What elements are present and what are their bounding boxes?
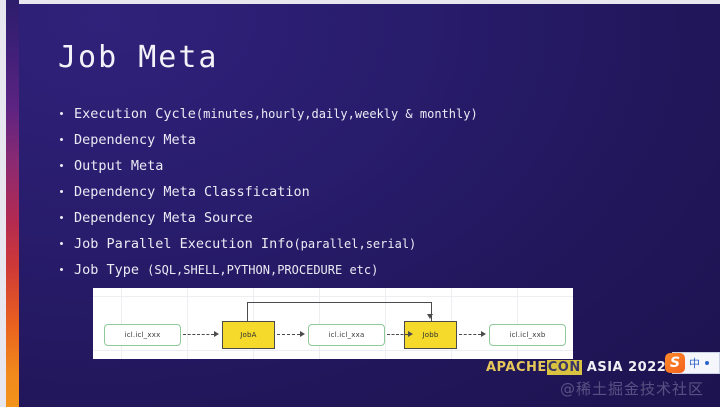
diagram-node-job[interactable]: JobA: [222, 321, 275, 349]
pipeline-diagram: [93, 288, 573, 359]
brand-prefix: APACHE: [486, 360, 547, 375]
arrowhead-icon: [214, 330, 219, 337]
arrowhead-icon: [300, 330, 305, 337]
list-item-detail: (SQL,SHELL,PYTHON,PROCEDURE etc): [147, 263, 379, 277]
ime-indicator-bar[interactable]: S 中: [665, 352, 720, 374]
arrowhead-icon: [427, 314, 433, 319]
diagram-edge-dashed: [459, 334, 481, 335]
list-item: Job Parallel Execution Info(parallel,ser…: [60, 231, 660, 257]
page-title: Job Meta: [58, 40, 219, 75]
list-item: Job Type (SQL,SHELL,PYTHON,PROCEDURE etc…: [60, 257, 660, 283]
ime-mode-label[interactable]: 中: [689, 357, 700, 370]
list-item-label: Dependency Meta: [74, 127, 196, 153]
diagram-node-table[interactable]: icl.icl_xxa: [308, 324, 385, 346]
grid-line: [517, 288, 518, 359]
arrowhead-icon: [408, 330, 413, 337]
brand-suffix: ASIA 2022: [581, 360, 667, 375]
list-item-main: Dependency Meta Source: [74, 210, 253, 226]
list-item-label: Execution Cycle(minutes,hourly,daily,wee…: [74, 101, 478, 127]
grid-line: [121, 288, 122, 359]
list-item: Execution Cycle(minutes,hourly,daily,wee…: [60, 101, 660, 127]
list-item-main: Job Parallel Execution Info: [74, 236, 294, 252]
list-item: Dependency Meta Source: [60, 205, 660, 231]
diagram-node-table[interactable]: icl.icl_xxb: [489, 324, 566, 346]
grid-line: [187, 288, 188, 359]
bullet-list: Execution Cycle(minutes,hourly,daily,wee…: [60, 101, 660, 283]
sogou-logo-icon[interactable]: S: [665, 353, 685, 373]
slide-frame-top: [0, 0, 720, 4]
diagram-edge-dashed: [183, 334, 214, 335]
list-item-label: Dependency Meta Classfication: [74, 179, 310, 205]
list-item-label: Dependency Meta Source: [74, 205, 253, 231]
slide-frame-left: [0, 0, 6, 407]
grid-line: [319, 288, 320, 359]
ime-status-dot-icon[interactable]: [705, 361, 709, 365]
list-item-label: Job Parallel Execution Info(parallel,ser…: [74, 231, 416, 257]
bullet-dot-icon: [60, 216, 63, 219]
list-item: Output Meta: [60, 153, 660, 179]
accent-gradient-bar: [6, 0, 19, 407]
diagram-edge-dashed: [387, 334, 408, 335]
bullet-dot-icon: [60, 268, 63, 271]
list-item: Dependency Meta: [60, 127, 660, 153]
bullet-dot-icon: [60, 138, 63, 141]
list-item: Dependency Meta Classfication: [60, 179, 660, 205]
diagram-node-table[interactable]: icl.icl_xxx: [104, 324, 181, 346]
list-item-label: Output Meta: [74, 153, 163, 179]
arrowhead-icon: [481, 330, 486, 337]
bullet-dot-icon: [60, 242, 63, 245]
diagram-edge-dashed: [277, 334, 300, 335]
apachecon-branding: APACHECON ASIA 2022: [486, 360, 666, 375]
watermark-text: @稀土掘金技术社区: [560, 380, 705, 398]
grid-line: [93, 296, 573, 297]
bullet-dot-icon: [60, 190, 63, 193]
bullet-dot-icon: [60, 164, 63, 167]
list-item-detail: (parallel,serial): [293, 237, 417, 251]
list-item-main: Job Type: [74, 262, 148, 278]
grid-line: [385, 288, 386, 359]
list-item-detail: (minutes,hourly,daily,weekly & monthly): [195, 107, 478, 121]
list-item-main: Output Meta: [74, 158, 164, 174]
grid-line: [93, 350, 573, 351]
list-item-main: Dependency Meta Classfication: [74, 184, 310, 200]
list-item-main: Execution Cycle: [74, 106, 196, 122]
brand-highlight: CON: [546, 360, 582, 375]
list-item-label: Job Type (SQL,SHELL,PYTHON,PROCEDURE etc…: [74, 257, 378, 283]
bullet-dot-icon: [60, 112, 63, 115]
diagram-edge-overhead: [247, 302, 432, 322]
list-item-main: Dependency Meta: [74, 132, 196, 148]
